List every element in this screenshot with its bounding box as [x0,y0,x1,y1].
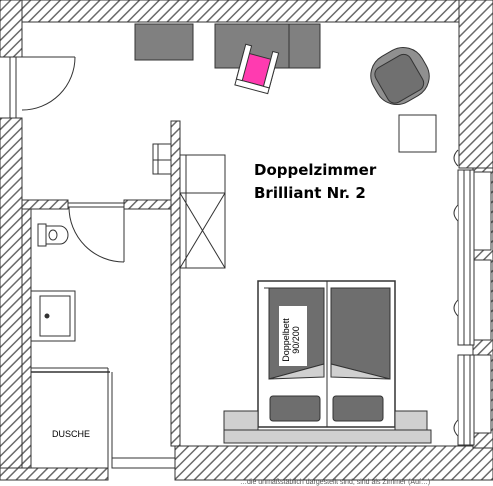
bed-label: Doppelbett 90/200 [281,295,301,385]
footer-caption: …die unmaßstäblich dargestellt sind, sin… [240,479,431,486]
windows [453,149,492,446]
top-wall [0,0,460,23]
bottom-wall-right [174,445,493,481]
pillow-right [332,395,384,422]
bed-label-line-1: Doppelbett [281,318,291,362]
room-title-line-1: Doppelzimmer [254,161,377,179]
shower [31,367,176,469]
bench [223,410,432,444]
toilet [37,223,69,247]
bath-wall-vertical [170,120,181,447]
bathroom-door [68,202,125,263]
luggage-rack [152,143,172,175]
left-wall-bottom [0,117,23,481]
bottom-wall-left [0,467,109,481]
bed-label-line-2: 90/200 [291,326,301,354]
left-wall-top [0,0,23,58]
bath-wall-horizontal-right [123,199,172,210]
entry-door [9,56,76,119]
sideboard [134,23,194,61]
bath-wall-horizontal [21,199,69,210]
armchair [370,47,430,105]
pillow-left [269,395,321,422]
duvet-right [330,287,391,380]
desk-chair [234,43,280,95]
shower-label: DUSCHE [52,429,91,439]
wardrobe [179,154,226,269]
duvet-right-fold [330,363,391,380]
top-furniture [134,23,321,95]
bed-label-box [279,306,307,366]
duvet-left-fold [268,363,325,380]
right-wall-upper [458,0,493,169]
double-bed [257,280,396,428]
side-table [398,114,437,153]
bath-wall-left [21,208,32,469]
washbasin [30,290,76,342]
room-title-line-2: Brilliant Nr. 2 [254,184,366,202]
